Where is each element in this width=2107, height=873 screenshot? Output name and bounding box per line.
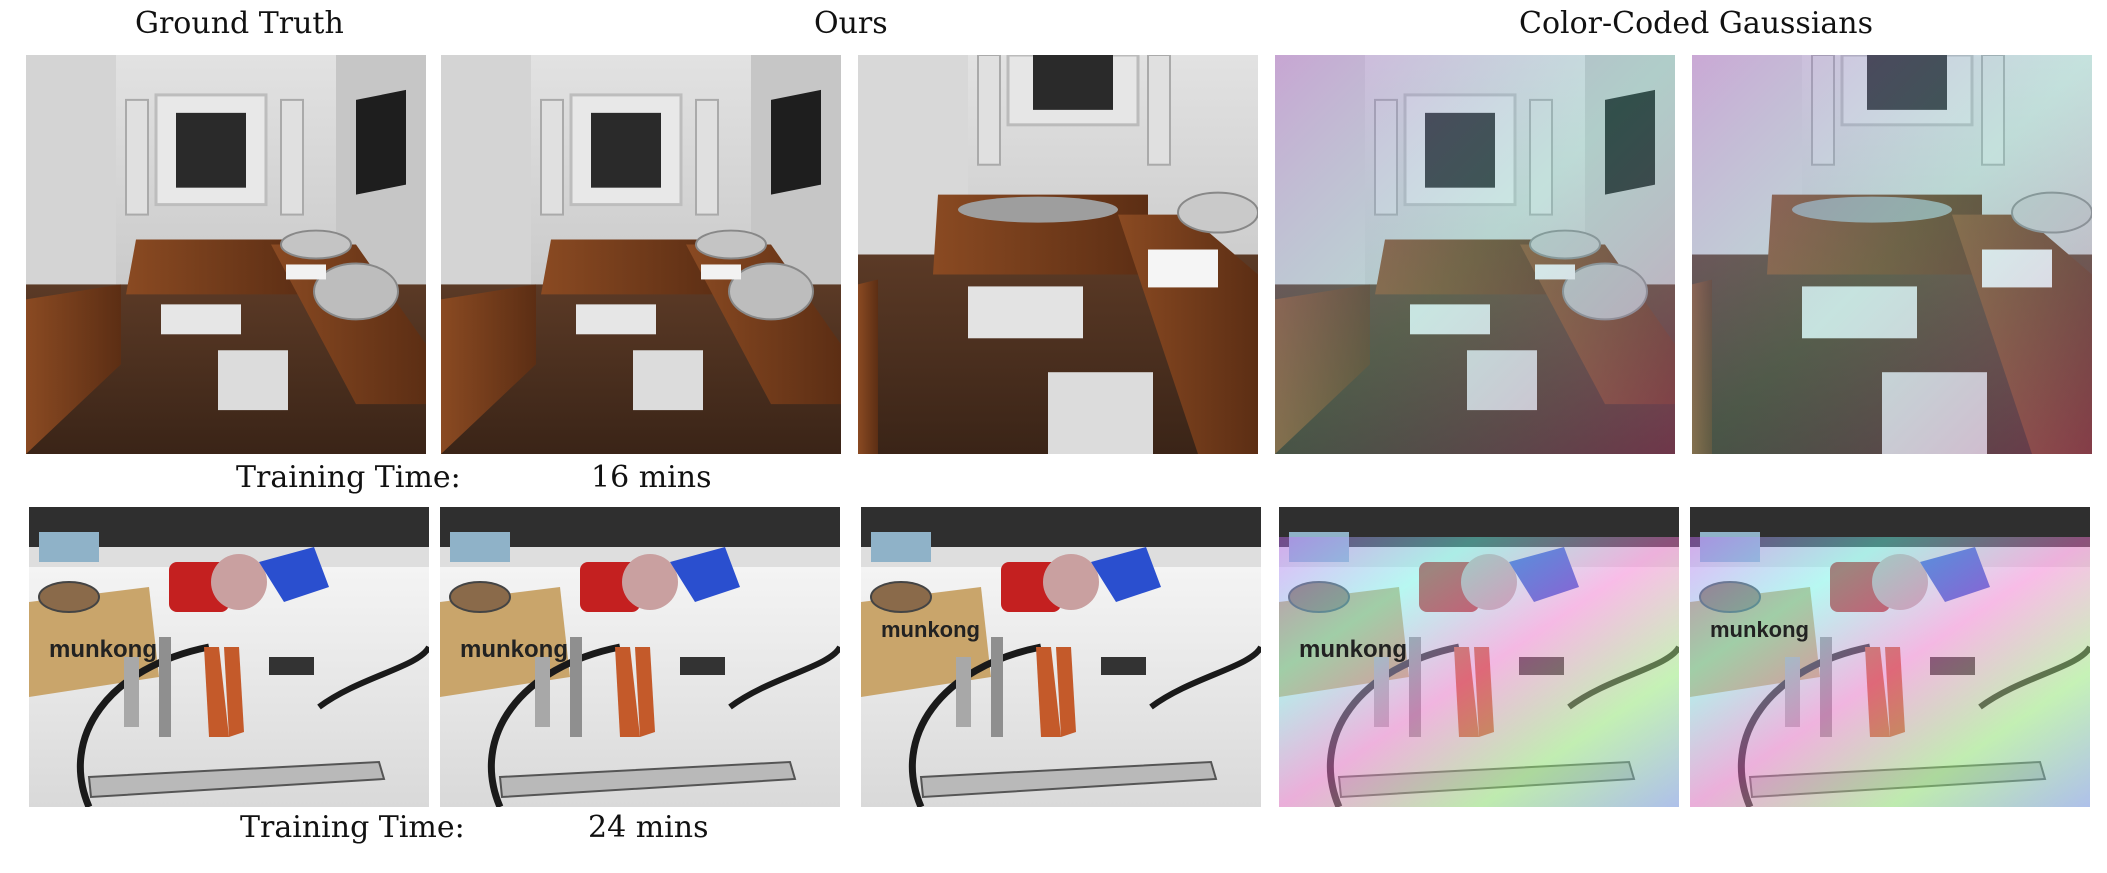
workbench-color-coded-image: munkong xyxy=(1279,507,1679,807)
box-label: munkong xyxy=(49,636,157,663)
training-time-label: Training Time: xyxy=(240,810,465,845)
bathroom-color-coded-zoom-image xyxy=(1692,55,2092,454)
bathroom-ours-image xyxy=(441,55,841,454)
box-label: munkong xyxy=(1710,617,1809,642)
box-label: munkong xyxy=(881,617,980,642)
bathroom-ours-zoom-image xyxy=(858,55,1258,454)
workbench-ground-truth-image: munkong xyxy=(29,507,429,807)
box-label: munkong xyxy=(460,636,568,663)
workbench-color-coded-zoom-image: munkong xyxy=(1690,507,2090,807)
header-ours: Ours xyxy=(814,6,888,41)
box-label: munkong xyxy=(1299,636,1407,663)
workbench-ours-image: munkong xyxy=(440,507,840,807)
training-time-value: 16 mins xyxy=(591,460,712,495)
bathroom-color-coded-image xyxy=(1275,55,1675,454)
header-ground-truth: Ground Truth xyxy=(135,6,344,41)
header-color-coded-gaussians: Color-Coded Gaussians xyxy=(1519,6,1874,41)
workbench-ours-zoom-image: munkong xyxy=(861,507,1261,807)
training-time-value: 24 mins xyxy=(588,810,709,845)
training-time-label: Training Time: xyxy=(236,460,461,495)
bathroom-ground-truth-image xyxy=(26,55,426,454)
